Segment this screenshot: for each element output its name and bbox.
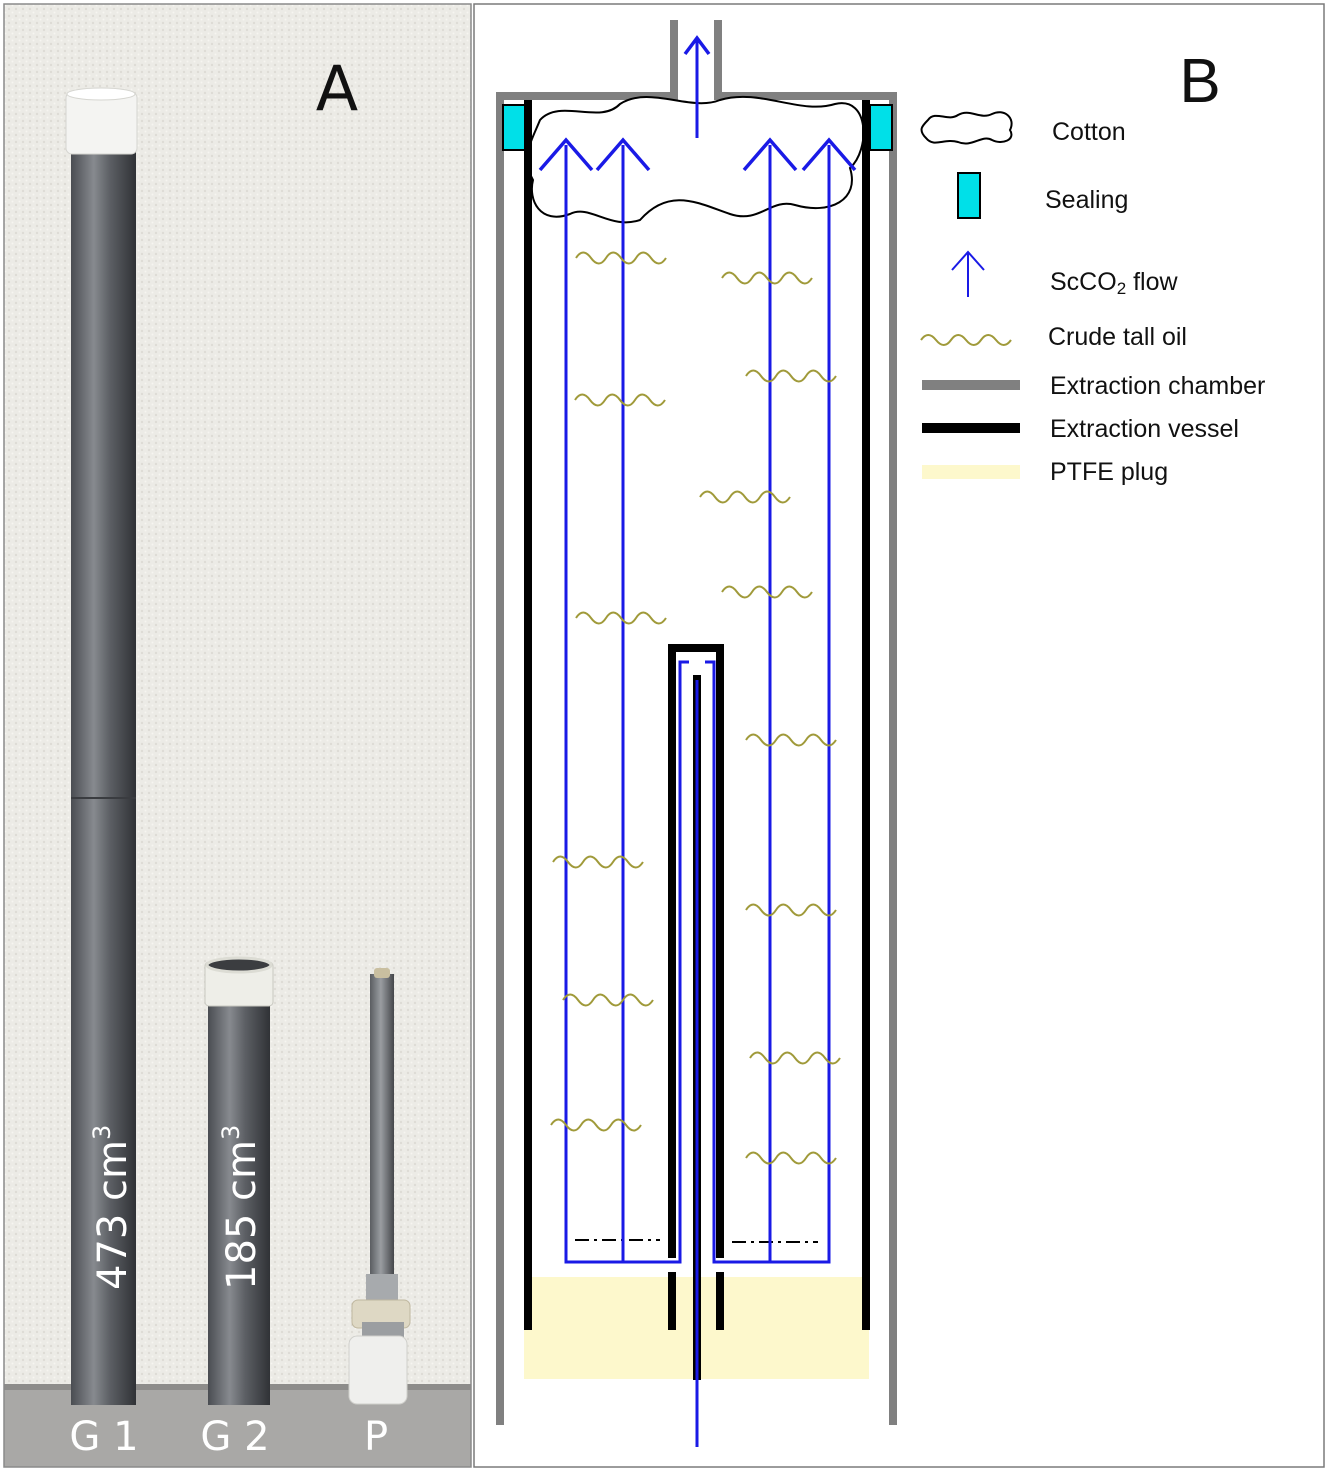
- ptfe-plug-p: [348, 968, 411, 1405]
- oil-squiggle: [699, 490, 791, 504]
- extraction-chamber: [496, 20, 897, 1425]
- cotton: [526, 95, 865, 224]
- oil-squiggle: [745, 1151, 837, 1165]
- oil-squiggle: [575, 251, 667, 265]
- legend-plug-label: PTFE plug: [1050, 458, 1168, 486]
- tube-g2: [204, 956, 274, 1405]
- legend-oil-label: Crude tall oil: [1048, 323, 1187, 351]
- flow-arrowheads: [538, 35, 857, 172]
- panel-b-frame: [473, 3, 1325, 1468]
- oil-squiggle: [745, 369, 837, 383]
- tube-g1: [65, 87, 138, 1405]
- legend-plug-icon: [922, 465, 1020, 479]
- vessel-inner-tube: [668, 644, 724, 1330]
- panel-a-photo: A 473 cm3 185 cm3 G 1 G 2 P: [3, 3, 472, 1468]
- oil-squiggle: [721, 585, 813, 599]
- legend: Cotton Sealing ScCO2 flow Crude tall oil…: [920, 111, 1265, 486]
- crude-tall-oil: [550, 251, 841, 1165]
- legend-flow-label: ScCO2 flow: [1050, 268, 1179, 298]
- label-g2: G 2: [200, 1414, 269, 1460]
- oil-squiggle: [574, 393, 666, 407]
- flow-right-loop: [705, 145, 831, 1264]
- legend-chamber-label: Extraction chamber: [1050, 372, 1265, 400]
- label-p: P: [364, 1414, 388, 1460]
- panel-b-letter: B: [1179, 47, 1220, 116]
- legend-sealing-label: Sealing: [1045, 186, 1128, 214]
- oil-squiggle: [550, 1118, 642, 1132]
- volume-label-g2: 185 cm3: [217, 1125, 265, 1290]
- scco2-flow: [538, 35, 857, 1447]
- panel-b-schematic: B: [473, 3, 1325, 1468]
- legend-flow-icon: [951, 250, 985, 297]
- legend-sealing-icon: [957, 172, 981, 219]
- volume-label-g1: 473 cm3: [88, 1125, 136, 1290]
- oil-squiggle: [575, 611, 667, 625]
- label-g1: G 1: [69, 1414, 138, 1460]
- extraction-vessel: [524, 100, 870, 1330]
- sealing-right: [869, 104, 893, 151]
- panel-a-letter: A: [316, 52, 358, 125]
- oil-squiggle: [745, 733, 837, 747]
- legend-cotton-label: Cotton: [1052, 118, 1126, 146]
- legend-vessel-label: Extraction vessel: [1050, 415, 1239, 443]
- oil-squiggle: [749, 1051, 841, 1065]
- oil-squiggle: [721, 271, 813, 285]
- oil-squiggle: [562, 993, 654, 1007]
- oil-squiggle: [745, 903, 837, 917]
- tube-g1-cap: [65, 91, 138, 155]
- legend-oil-icon: [920, 334, 1012, 346]
- oil-squiggle: [552, 855, 644, 869]
- sealing-left: [502, 104, 526, 151]
- legend-cotton-icon: [920, 111, 1013, 145]
- flow-left-loop: [564, 145, 689, 1264]
